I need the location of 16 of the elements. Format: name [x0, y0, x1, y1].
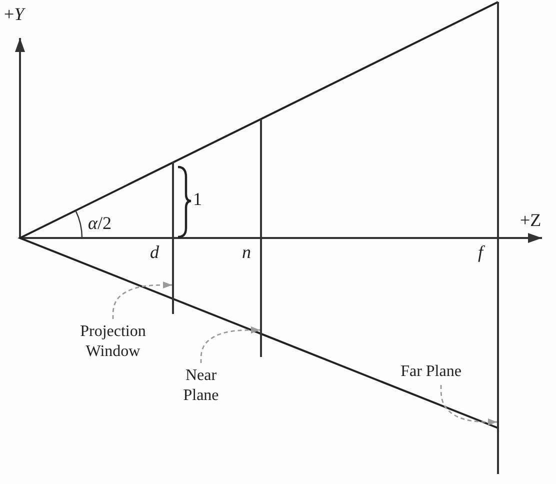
dashed-arrow: [440, 385, 497, 426]
dashed-arrow: [112, 282, 172, 319]
dashed-arrow: [200, 326, 260, 363]
height-label: 1: [193, 189, 202, 209]
plane-label: Far Plane: [400, 362, 462, 382]
distance-label: f: [478, 242, 484, 262]
plane-line: [497, 2, 499, 474]
axis-label: +Z: [520, 210, 542, 230]
axis-label: +Y: [4, 4, 24, 24]
angle-label: α/2: [88, 213, 112, 233]
distance-label: d: [150, 242, 159, 262]
plane-line: [260, 119, 262, 357]
distance-label: n: [242, 242, 251, 262]
plane-line: [172, 162, 174, 314]
plane-label: Projection Window: [79, 322, 147, 362]
plane-label: Near Plane: [182, 366, 220, 406]
